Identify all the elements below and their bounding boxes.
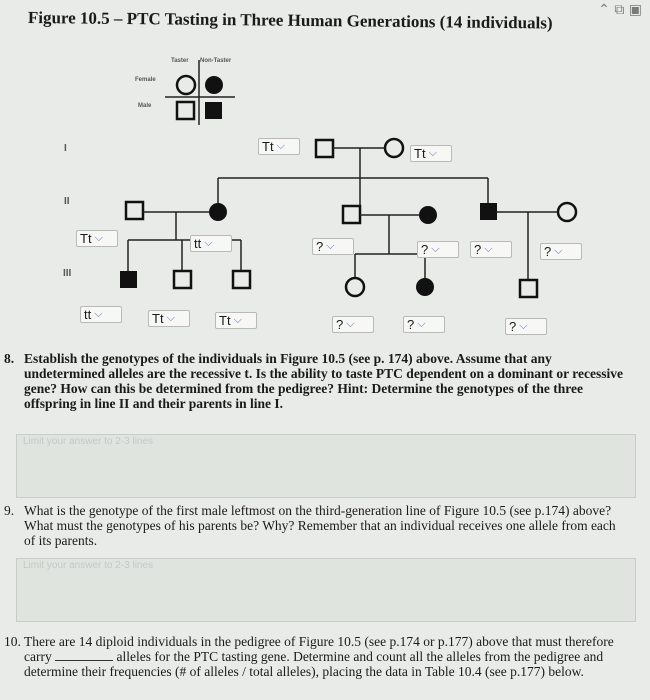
question-9: 9. What is the genotype of the first mal… [4, 503, 624, 548]
g2-male-2 [341, 204, 362, 225]
question-10-text-b: alleles for the PTC tasting gene. Determ… [24, 649, 604, 679]
question-8-number: 8. [4, 351, 15, 366]
genotype-select-g3-2[interactable]: Tt⌵ [148, 310, 190, 327]
legend-taster-male [175, 100, 196, 121]
question-10: 10. There are 14 diploid individuals in … [4, 634, 624, 679]
question-9-text: What is the genotype of the first male l… [24, 503, 616, 548]
chevron-down-icon: ⌵ [233, 314, 242, 326]
chevron-down-icon: ⌵ [484, 243, 493, 255]
g2-female-2 [419, 206, 437, 224]
question-10-number: 10. [4, 634, 21, 649]
g3-male-3 [231, 269, 252, 290]
chevron-down-icon: ⌵ [428, 147, 437, 159]
genotype-select-g3-5[interactable]: ?⌵ [403, 316, 445, 333]
generation-label-1: I [64, 143, 67, 154]
chevron-down-icon: ⌵ [204, 237, 213, 249]
genotype-select-g2-4[interactable]: ?⌵ [417, 241, 459, 258]
legend-female-label: Female [135, 77, 156, 83]
answer-box-9[interactable]: Limit your answer to 2-3 lines [16, 558, 636, 622]
legend-nontaster-female [205, 76, 223, 94]
legend-taster-female [175, 74, 197, 96]
chevron-down-icon: ⌵ [326, 240, 335, 252]
figure-title: Figure 10.5 – PTC Tasting in Three Human… [27, 8, 553, 33]
generation-label-3: III [63, 268, 72, 279]
chevron-down-icon: ⌵ [519, 320, 528, 332]
legend-taster-label: Taster [171, 58, 189, 64]
g2-female-1 [209, 203, 227, 221]
alleles-count-blank[interactable] [55, 649, 114, 661]
genotype-select-g1-female[interactable]: Tt⌵ [410, 145, 452, 162]
chevron-down-icon: ⌵ [94, 232, 103, 244]
g1-female [383, 137, 405, 159]
genotype-select-g2-2[interactable]: tt⌵ [190, 235, 232, 252]
pedigree-diagram: Taster Non-Taster Female Male [120, 58, 578, 299]
g3-female-2 [416, 278, 434, 296]
legend-non-taster-label: Non-Taster [200, 58, 232, 64]
g2-female-3 [556, 201, 578, 223]
question-8: 8. Establish the genotypes of the indivi… [4, 351, 624, 411]
chevron-down-icon: ⌵ [94, 308, 103, 320]
genotype-select-g2-5[interactable]: ?⌵ [470, 241, 512, 258]
chevron-down-icon: ⌵ [346, 318, 355, 330]
chevron-down-icon: ⌵ [276, 140, 285, 152]
chevron-down-icon: ⌵ [554, 245, 563, 257]
genotype-select-g2-6[interactable]: ?⌵ [540, 243, 582, 260]
legend-male-label: Male [138, 103, 152, 109]
question-10-text-a: There are 14 diploid individuals in the … [24, 634, 614, 664]
question-8-text: Establish the genotypes of the individua… [24, 351, 623, 411]
genotype-select-g3-4[interactable]: ?⌵ [332, 316, 374, 333]
chevron-down-icon: ⌵ [431, 243, 440, 255]
answer-box-8-placeholder: Limit your answer to 2-3 lines [23, 436, 154, 447]
g3-female-1 [344, 276, 366, 298]
genotype-select-g3-3[interactable]: Tt⌵ [215, 312, 257, 329]
g2-male-1 [124, 200, 145, 221]
chevron-down-icon: ⌵ [417, 318, 426, 330]
genotype-select-g3-6[interactable]: ?⌵ [505, 318, 547, 335]
g3-male-2 [172, 269, 193, 290]
answer-box-8[interactable]: Limit your answer to 2-3 lines [16, 434, 636, 498]
chevron-down-icon: ⌵ [166, 312, 175, 324]
toolbar-icons: ⌃ ⧉ ▣ [598, 2, 642, 18]
generation-label-2: II [64, 196, 70, 207]
genotype-select-g3-1[interactable]: tt⌵ [80, 306, 122, 323]
legend-nontaster-male [205, 102, 222, 119]
genotype-select-g2-3[interactable]: ?⌵ [312, 238, 354, 255]
g2-male-3 [480, 203, 497, 220]
answer-box-9-placeholder: Limit your answer to 2-3 lines [23, 560, 154, 571]
g1-male [314, 138, 335, 159]
g3-male-4 [518, 278, 539, 299]
genotype-select-g1-male[interactable]: Tt⌵ [258, 138, 300, 155]
genotype-select-g2-1[interactable]: Tt⌵ [76, 230, 118, 247]
question-9-number: 9. [4, 503, 15, 518]
g3-male-1 [120, 271, 137, 288]
